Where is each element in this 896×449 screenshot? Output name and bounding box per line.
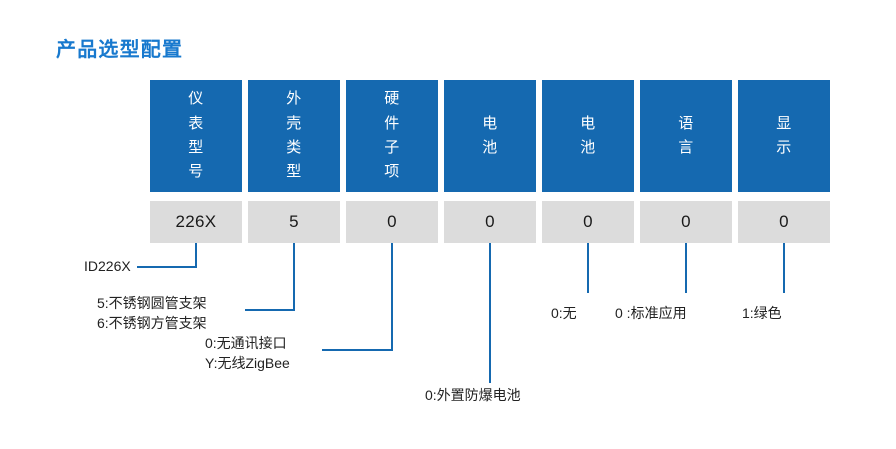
column-value-battery-1: 0 (444, 201, 536, 243)
column-header-meter-model: 仪 表 型 号 (150, 80, 242, 192)
page-title: 产品选型配置 (56, 39, 184, 61)
header-char: 电 (580, 114, 596, 132)
column-value-display: 0 (738, 201, 830, 243)
leader-line-meter-model-horizontal (137, 266, 197, 268)
header-char: 池 (482, 139, 498, 156)
header-char: 件 (384, 114, 400, 132)
column-value-hardware-sub-item: 0 (346, 201, 438, 243)
annotation-line: 0:无通讯接口 (205, 335, 287, 351)
column-value-language: 0 (640, 201, 732, 243)
annotation-display: 1:绿色 (742, 303, 782, 323)
leader-line-hardware-sub-item-vertical (391, 243, 393, 351)
annotation-line: 0:外置防爆电池 (425, 387, 521, 403)
annotation-line: ID226X (84, 258, 131, 274)
config-column-enclosure-type: 外 壳 类 型 5 (248, 80, 340, 243)
header-char: 外 (286, 90, 302, 108)
leader-line-enclosure-type-horizontal (245, 309, 295, 311)
annotation-battery-1: 0:外置防爆电池 (425, 385, 521, 405)
header-char: 项 (384, 163, 400, 181)
header-char: 型 (188, 139, 204, 156)
column-value-battery-2: 0 (542, 201, 634, 243)
config-column-battery-2: 电 池 0 (542, 80, 634, 243)
config-column-meter-model: 仪 表 型 号 226X (150, 80, 242, 243)
leader-line-battery-1-vertical (489, 243, 491, 383)
column-header-language: 语 言 (640, 80, 732, 192)
leader-line-meter-model-vertical (195, 243, 197, 268)
annotation-language: 0 :标准应用 (615, 303, 687, 323)
column-header-battery-1: 电 池 (444, 80, 536, 192)
config-column-battery-1: 电 池 0 (444, 80, 536, 243)
annotation-line: 0 :标准应用 (615, 305, 687, 321)
header-char: 示 (776, 139, 792, 156)
header-char: 型 (286, 163, 302, 181)
header-char: 子 (384, 139, 400, 156)
leader-line-battery-2-vertical (587, 243, 589, 293)
annotation-hardware-sub-item: 0:无通讯接口 Y:无线ZigBee (205, 333, 290, 374)
header-char: 言 (678, 139, 694, 156)
header-char: 池 (580, 139, 596, 156)
column-header-display: 显 示 (738, 80, 830, 192)
configuration-matrix: 仪 表 型 号 226X 外 壳 类 型 5 硬 件 子 项 (150, 80, 830, 243)
column-header-battery-2: 电 池 (542, 80, 634, 192)
column-header-enclosure-type: 外 壳 类 型 (248, 80, 340, 192)
config-column-display: 显 示 0 (738, 80, 830, 243)
column-value-enclosure-type: 5 (248, 201, 340, 243)
leader-line-enclosure-type-vertical (293, 243, 295, 311)
header-char: 显 (776, 114, 792, 132)
header-char: 电 (482, 114, 498, 132)
header-char: 硬 (384, 90, 400, 108)
config-column-hardware-sub-item: 硬 件 子 项 0 (346, 80, 438, 243)
leader-line-hardware-sub-item-horizontal (322, 349, 393, 351)
header-char: 语 (678, 114, 694, 132)
header-char: 类 (286, 139, 302, 156)
annotation-line: 1:绿色 (742, 305, 782, 321)
annotation-battery-2: 0:无 (551, 303, 577, 323)
annotation-meter-model: ID226X (84, 256, 131, 276)
header-char: 仪 (188, 90, 204, 108)
annotation-line: Y:无线ZigBee (205, 355, 290, 372)
annotation-line: 5:不锈钢圆管支架 (97, 295, 207, 311)
header-char: 表 (188, 114, 204, 132)
header-char: 壳 (286, 114, 302, 132)
header-char: 号 (188, 163, 204, 181)
annotation-line: 0:无 (551, 305, 577, 321)
leader-line-display-vertical (783, 243, 785, 293)
annotation-line: 6:不锈钢方管支架 (97, 315, 207, 332)
column-value-meter-model: 226X (150, 201, 242, 243)
leader-line-language-vertical (685, 243, 687, 293)
column-header-hardware-sub-item: 硬 件 子 项 (346, 80, 438, 192)
annotation-enclosure-type: 5:不锈钢圆管支架 6:不锈钢方管支架 (97, 293, 207, 334)
config-column-language: 语 言 0 (640, 80, 732, 243)
